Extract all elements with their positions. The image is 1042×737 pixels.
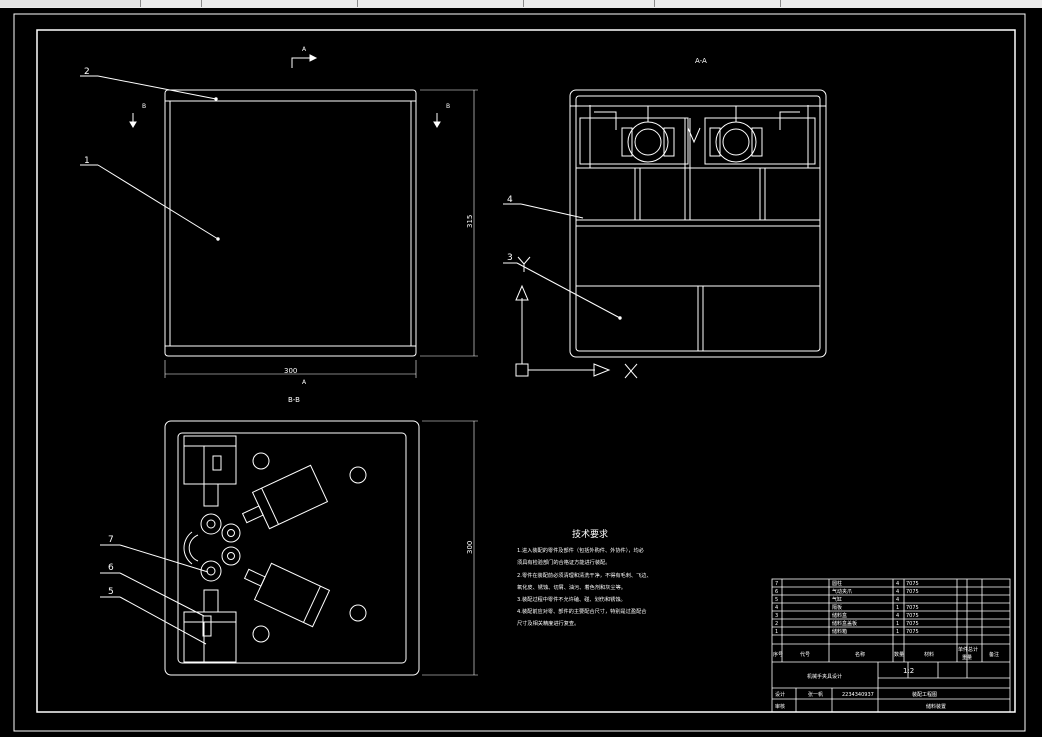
tech-note-line: 4.装配前应对零、部件的主要配合尺寸，特别是过盈配合 (517, 607, 647, 615)
section-aa-view (503, 89, 827, 379)
bom-row-qty: 4 (896, 613, 899, 619)
section-aa-title: A-A (695, 57, 707, 65)
bom-row-qty: 4 (896, 597, 899, 603)
bom-header-unit: 单件 (958, 646, 968, 653)
section-mark-b-right: B (446, 103, 450, 110)
bom-row-name: 储料箱 (832, 628, 847, 635)
tech-note-line: 氧化皮、锈蚀、切屑、油污、着色剂和灰尘等。 (517, 583, 626, 591)
bom-row-no: 3 (775, 613, 778, 619)
section-mark-a-top: A (302, 46, 307, 53)
bom-row-name: 圆柱 (832, 580, 842, 587)
section-bb-view (100, 420, 478, 676)
toolbar-segment[interactable] (655, 0, 781, 7)
bom-row-qty: 4 (896, 581, 899, 587)
title-drawing-name: 装配工程图 (912, 691, 937, 698)
dim-width-300: 300 (284, 367, 297, 375)
bom-header-code: 代号 (800, 651, 810, 658)
bom-row-mat: 7075 (906, 589, 919, 595)
bom-row-no: 5 (775, 597, 778, 603)
toolbar-segment[interactable] (202, 0, 358, 7)
tech-note-line: 2.零件在装配前必须清理和清洗干净，不得有毛刺、飞边、 (517, 571, 652, 579)
bom-row-qty: 1 (896, 629, 899, 635)
balloon-7: 7 (108, 535, 114, 545)
dim-bb-height-300: 300 (466, 541, 474, 554)
bom-table (771, 578, 1011, 713)
section-mark-b-left: B (142, 103, 146, 110)
bom-row-no: 6 (775, 589, 778, 595)
title-designer-label: 设计 (775, 691, 785, 698)
bom-row-no: 2 (775, 621, 778, 627)
bom-row-no: 1 (775, 629, 778, 635)
tech-note-line: 须具有检验部门的合格证方能进行装配。 (517, 558, 610, 566)
title-tag: 张一帆 (808, 691, 823, 698)
title-checker-label: 审核 (775, 703, 785, 710)
title-sub-name: 储料装置 (926, 703, 946, 710)
bom-row-name: 气缸 (832, 596, 842, 603)
bom-row-qty: 1 (896, 605, 899, 611)
section-bb-title: B-B (288, 396, 300, 404)
bom-row-qty: 1 (896, 621, 899, 627)
bom-row-mat: 7075 (906, 621, 919, 627)
tech-notes-title: 技术要求 (572, 528, 608, 540)
bom-row-name: 储料盒 (832, 612, 847, 619)
assembly-drawing: A A B B 300 315 A-A B-B 300 2 1 4 3 7 6 … (13, 13, 1026, 732)
bom-row-name: 隔板 (832, 604, 842, 611)
balloon-2: 2 (84, 67, 90, 77)
bom-header-mat: 材料 (924, 651, 934, 658)
balloon-6: 6 (108, 563, 114, 573)
balloon-1: 1 (84, 156, 90, 166)
toolbar-segment[interactable] (358, 0, 524, 7)
balloon-5: 5 (108, 587, 114, 597)
tech-note-line: 1.进入装配的零件及部件（包括外购件、外协件），均必 (517, 546, 645, 554)
title-code: 2234340937 (842, 692, 874, 698)
bom-row-name: 气动夹爪 (832, 588, 852, 595)
tech-note-line: 3.装配过程中零件不允许磕、碰、划伤和锈蚀。 (517, 595, 626, 603)
title-scale: 1:2 (903, 667, 914, 675)
dim-height-315: 315 (466, 215, 474, 228)
toolbar-segment[interactable] (524, 0, 655, 7)
bom-row-mat: 7075 (906, 581, 919, 587)
balloon-4: 4 (507, 195, 513, 205)
sheet-outer-border (13, 13, 1026, 732)
bom-header-remark: 备注 (989, 651, 999, 658)
sheet-frame (36, 29, 1016, 713)
bom-row-no: 7 (775, 581, 778, 587)
cad-drawing-canvas[interactable]: A A B B 300 315 A-A B-B 300 2 1 4 3 7 6 … (0, 8, 1042, 737)
bom-header-no: 序号 (773, 651, 783, 658)
title-left-note: 机械手夹具设计 (807, 673, 842, 680)
bom-row-mat: 7075 (906, 629, 919, 635)
bom-header-name: 名称 (855, 651, 865, 658)
toolbar-segment[interactable] (0, 0, 141, 7)
bom-row-mat: 7075 (906, 605, 919, 611)
section-mark-a-bottom: A (302, 379, 307, 386)
front-view (80, 54, 478, 378)
tech-note-line: 尺寸及相关精度进行复查。 (517, 619, 579, 627)
bom-header-total: 总计 (968, 646, 978, 653)
bom-row-no: 4 (775, 605, 778, 611)
bom-row-qty: 4 (896, 589, 899, 595)
bom-header-qty: 数量 (894, 651, 904, 658)
balloon-3: 3 (507, 253, 513, 263)
bom-header-weight: 重量 (962, 654, 972, 661)
toolbar-segment[interactable] (141, 0, 202, 7)
bom-row-name: 储料盒盖板 (832, 620, 857, 627)
bom-row-mat: 7075 (906, 613, 919, 619)
